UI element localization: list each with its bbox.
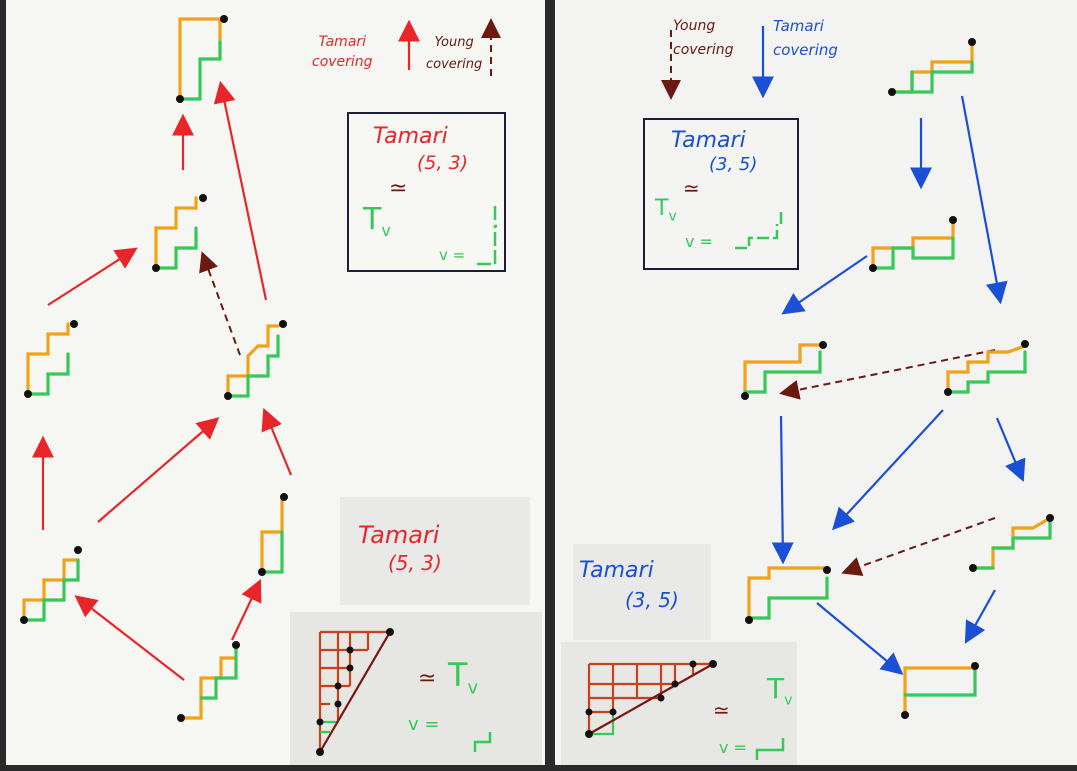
legend-tamari-label: Tamari: [773, 17, 824, 35]
lattice-path: [901, 662, 979, 719]
left-lattice-diagram: [20, 15, 501, 722]
tv-subscript: v: [668, 208, 677, 225]
box-params: (5, 3): [417, 152, 469, 174]
lattice-path: [177, 641, 240, 722]
legend-young-covering: Young covering: [673, 14, 734, 62]
box-title: Tamari: [671, 128, 746, 153]
lattice-paths: [20, 15, 288, 722]
tv-symbol: Tv: [448, 656, 478, 698]
young-covering-arrows: [661, 30, 996, 576]
note-title: Tamari: [358, 521, 440, 549]
legend-covering-label: covering: [312, 54, 373, 70]
arrow-edge: [261, 407, 293, 476]
arrow-edge: [199, 251, 241, 356]
right-lattice-diagram: [661, 26, 1054, 719]
lattice-path: [741, 341, 827, 400]
lattice-path: [224, 320, 287, 400]
legend-covering-label: covering: [426, 57, 483, 72]
legend-tamari-covering: Tamari covering: [773, 14, 838, 62]
v-equals-label: v =: [685, 232, 713, 251]
lattice-path: [176, 15, 228, 103]
arrow-edge: [771, 415, 794, 565]
legend-young-label: Young: [673, 18, 716, 34]
legend-covering-label: covering: [773, 41, 838, 59]
arrow-edge: [213, 80, 268, 301]
tv-letter: T: [363, 202, 382, 237]
tv-letter: T: [767, 672, 785, 705]
tamari-5-3-note: Tamari (5, 3): [340, 497, 530, 605]
arrow-edge: [231, 579, 262, 641]
arrow-edge: [816, 602, 904, 675]
box-v-path: [735, 210, 783, 250]
right-panel-tamari-3-5: Young covering Tamari covering Tamari (3…: [555, 0, 1077, 765]
isomorphic-symbol: ≃: [713, 698, 730, 722]
note-title: Tamari: [579, 558, 654, 583]
arrow-edge: [781, 255, 868, 315]
staircase-grid: [585, 660, 785, 760]
tv-letter: T: [448, 656, 468, 694]
tamari-covering-arrows: [32, 19, 420, 681]
isomorphic-symbol: ≃: [683, 176, 700, 200]
tv-subscript: v: [784, 692, 793, 709]
legend-young-label: Young: [434, 35, 474, 50]
staircase-grid: [316, 628, 492, 756]
legend-covering-label: covering: [673, 42, 734, 58]
arrow-edge: [960, 95, 1008, 305]
young-covering-arrows: [199, 18, 501, 356]
tamari-3-5-note: Tamari (3, 5): [573, 544, 711, 640]
tv-symbol: Tv: [767, 672, 792, 709]
box-params: (3, 5): [709, 154, 758, 175]
note-params: (3, 5): [625, 588, 679, 612]
lattice-path: [969, 514, 1054, 572]
lattice-path: [869, 216, 957, 272]
legend-young-covering: Young covering: [426, 32, 482, 76]
arrow-edge: [964, 589, 996, 644]
tv-subscript: v: [381, 221, 391, 240]
arrow-edge: [832, 409, 944, 531]
tv-letter: T: [655, 196, 669, 221]
lattice-path: [152, 194, 207, 272]
tamari-3-5-grid-card: ≃ Tv v =: [561, 642, 797, 765]
tv-symbol: Tv: [655, 196, 677, 224]
tv-subscript: v: [467, 677, 479, 699]
v-equals-label: v =: [408, 714, 440, 735]
tamari-5-3-grid-card: ≃ Tv v =: [290, 612, 542, 765]
lattice-path: [24, 320, 78, 398]
lattice-paths: [741, 38, 1054, 719]
tamari-5-3-box: Tamari (5, 3) ≃ Tv v =: [347, 112, 506, 272]
arrow-edge: [779, 349, 996, 400]
arrow-edge: [47, 247, 138, 306]
legend-tamari-covering: Tamari covering: [312, 32, 373, 72]
lattice-path: [258, 493, 288, 576]
lattice-path: [20, 546, 82, 624]
v-equals-label: v =: [439, 246, 466, 264]
left-panel-tamari-5-3: Tamari covering Young covering Tamari (5…: [6, 0, 545, 765]
lattice-path: [944, 340, 1029, 396]
v-equals-label: v =: [719, 738, 747, 757]
legend-tamari-label: Tamari: [318, 34, 367, 50]
lattice-path: [745, 566, 831, 624]
note-params: (5, 3): [388, 551, 442, 575]
arrow-edge: [995, 417, 1026, 483]
isomorphic-symbol: ≃: [389, 176, 408, 201]
tv-symbol: Tv: [363, 202, 391, 240]
lattice-path: [888, 38, 976, 96]
arrow-edge: [97, 417, 220, 523]
isomorphic-symbol: ≃: [418, 666, 437, 691]
arrow-edge: [74, 595, 185, 681]
arrow-edge: [841, 517, 996, 576]
box-v-path: [477, 204, 497, 266]
box-title: Tamari: [373, 124, 448, 149]
tamari-3-5-box: Tamari (3, 5) ≃ Tv v =: [643, 118, 799, 270]
tamari-covering-arrows: [752, 26, 1026, 675]
